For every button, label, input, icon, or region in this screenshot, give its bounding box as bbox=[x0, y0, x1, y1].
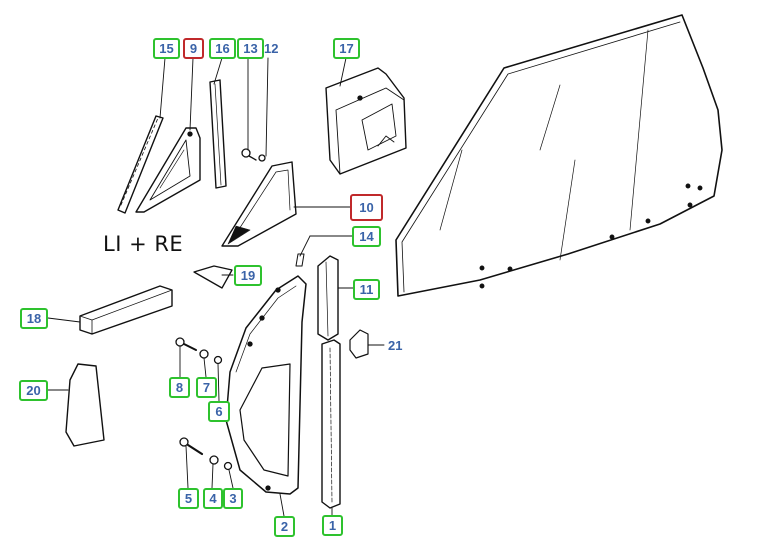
callout-7[interactable]: 7 bbox=[196, 377, 217, 398]
door-glass-pane bbox=[395, 14, 723, 297]
callout-12[interactable]: 12 bbox=[264, 41, 279, 56]
part-5-bolt bbox=[179, 437, 204, 456]
callout-4[interactable]: 4 bbox=[203, 488, 223, 509]
callout-15[interactable]: 15 bbox=[153, 38, 180, 59]
part-15-seal-strip bbox=[117, 115, 164, 214]
callout-16[interactable]: 16 bbox=[209, 38, 236, 59]
part-19-wedge bbox=[193, 265, 233, 289]
callout-6[interactable]: 6 bbox=[208, 401, 230, 422]
part-18-pad bbox=[79, 285, 173, 335]
callout-11[interactable]: 11 bbox=[353, 279, 380, 300]
callout-20[interactable]: 20 bbox=[19, 380, 48, 401]
callout-14[interactable]: 14 bbox=[352, 226, 381, 247]
callout-2[interactable]: 2 bbox=[274, 516, 295, 537]
part-17-mounting-block bbox=[325, 67, 407, 175]
part-6-nut bbox=[213, 355, 223, 365]
part-12-washer bbox=[258, 154, 266, 162]
callout-5[interactable]: 5 bbox=[178, 488, 199, 509]
part-20-pad bbox=[65, 363, 105, 447]
callout-3[interactable]: 3 bbox=[223, 488, 243, 509]
part-4-washer bbox=[209, 455, 219, 465]
side-note-caption: LI + RE bbox=[103, 232, 184, 256]
callout-9[interactable]: 9 bbox=[183, 38, 204, 59]
part-8-screw bbox=[175, 337, 197, 351]
part-9-bracket bbox=[135, 127, 201, 213]
leader-lines bbox=[47, 57, 385, 517]
callout-8[interactable]: 8 bbox=[169, 377, 190, 398]
callout-21[interactable]: 21 bbox=[388, 338, 403, 353]
callout-18[interactable]: 18 bbox=[20, 308, 48, 329]
part-10-triangle-cover bbox=[221, 161, 297, 247]
part-11-upper-channel bbox=[317, 255, 339, 341]
part-16-strip bbox=[209, 79, 227, 189]
callout-19[interactable]: 19 bbox=[234, 265, 262, 286]
callout-1[interactable]: 1 bbox=[322, 515, 343, 536]
part-14-clip bbox=[295, 253, 305, 267]
part-13-screw bbox=[241, 148, 257, 161]
callout-17[interactable]: 17 bbox=[333, 38, 360, 59]
callout-10[interactable]: 10 bbox=[350, 194, 383, 221]
part-21-clip bbox=[349, 329, 369, 359]
callout-13[interactable]: 13 bbox=[237, 38, 264, 59]
part-3-nut bbox=[223, 461, 233, 471]
part-1-lower-channel bbox=[321, 339, 341, 509]
part-7-washer bbox=[199, 349, 209, 359]
part-2-quarter-frame bbox=[225, 275, 307, 495]
